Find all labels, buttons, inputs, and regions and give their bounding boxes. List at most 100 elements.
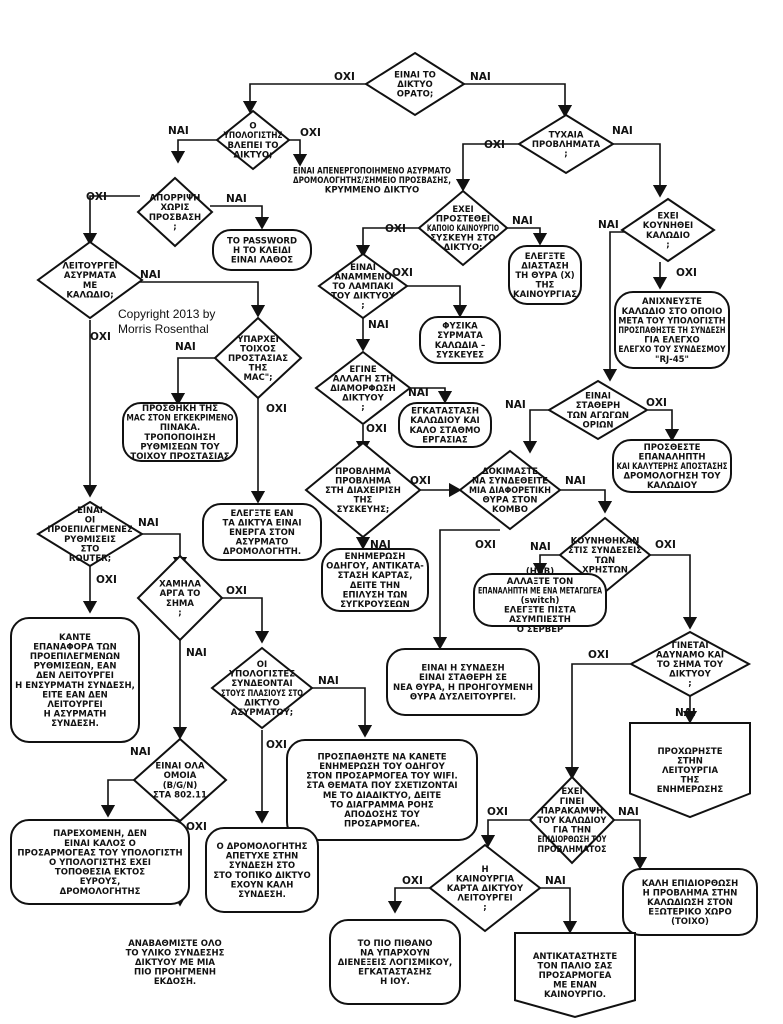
label-no-interm: ΟΧΙ <box>646 397 667 409</box>
text-hidden-network: ΕΙΝΑΙ ΑΠΕΝΕΡΓΟΠΟΙΗΜΕΝΟ ΑΣΥΡΜΑΤΟΔΡΟΜΟΛΟΓΗ… <box>293 166 451 195</box>
terminal-reconnect-adapter-text: ΠΡΟΣΠΑΘΗΣΤΕ ΝΑ ΚΑΝΕΤΕ <box>317 752 446 762</box>
decision-link-light-text: ΤΟ ΛΑΜΠΑΚΙ <box>332 282 393 292</box>
decision-cable-bypass-text: ΠΡΟΒΛΗΜΑΤΟΣ <box>538 845 607 855</box>
decision-wireless-or-cable-outline <box>36 240 144 320</box>
label-yes-newdev: ΝΑΙ <box>512 215 533 227</box>
copyright-line-2: Morris Rosenthal <box>118 322 209 336</box>
terminal-update-driver-text: ΣΥΓΚΡΟΥΣΕΩΝ <box>340 600 410 610</box>
decision-user-changes-text: ΚΟΥΝΗΘΗΚΑΝ <box>571 537 640 547</box>
decision-computer-sees-network-text: Ο <box>249 122 256 132</box>
terminal-cable-repair-text: ΕΞΩΤΕΡΙΚΟ ΧΩΡΟ <box>648 908 731 918</box>
terminal-wrong-password-text: Η ΤΟ ΚΛΕΙΔΙ <box>233 246 291 256</box>
terminal-reconnect-adapter-text: ΕΝΗΜΕΡΩΣΗ ΤΟΥ ΟΔΗΓΟΥ <box>319 762 445 772</box>
decision-cable-bypass-text: ΓΙΑ ΤΗΝ <box>553 826 591 836</box>
decision-access-refused-text: ΧΩΡΙΣ <box>161 203 190 213</box>
terminal-check-networks-enabled-text: ΑΣΥΡΜΑΤΟ <box>236 538 289 548</box>
label-no-user: ΟΧΙ <box>655 539 676 551</box>
decision-cable-bypass-text: ΠΑΡΑΚΑΜΨΗ <box>541 806 603 816</box>
terminal-replace-adapter-outline <box>514 932 636 1019</box>
terminal-check-networks-enabled-outline <box>202 503 322 561</box>
terminal-software-conflict-text: ΝΑ ΥΠΑΡΧΟΥΝ <box>360 948 430 958</box>
decision-slow-signal-text: ΑΡΓΑ ΤΟ <box>160 589 201 599</box>
decision-default-settings-text: ΣΤΟ <box>81 544 100 554</box>
decision-default-settings-outline <box>36 500 144 568</box>
terminal-cable-repair-text: ΚΑΛΗ ΕΠΙΔΙΟΡΘΩΣΗ <box>642 879 738 889</box>
label-yes-config: ΝΑΙ <box>408 387 429 399</box>
label-yes-mode: ΝΑΙ <box>140 269 161 281</box>
terminal-router-failed-outline <box>205 827 319 913</box>
decision-computer-sees-network-text: ΒΛΕΠΕΙ ΤΟ <box>228 141 279 151</box>
terminal-update-driver-text: ΔΕΙΤΕ ΤΗΝ <box>350 581 400 591</box>
label-yes-port: ΝΑΙ <box>565 475 586 487</box>
terminal-add-mac-text: ΤΡΟΠΟΠΟΙΗΣΗ <box>144 433 215 443</box>
decision-interference-text: ΓΙΝΕΤΑΙ <box>671 641 708 651</box>
terminal-software-conflict-text: ΤΟ ΠΙΟ ΠΙΘΑΝΟ <box>358 939 433 949</box>
terminal-replace-adapter-text: ΠΡΟΣΑΡΜΟΓΕΑ <box>539 971 612 981</box>
terminal-check-networks-enabled-text: ΕΛΕΓΞΤΕ ΕΑΝ <box>230 509 293 519</box>
decision-network-visible-text: ΕΙΝΑΙ ΤΟ <box>394 70 436 80</box>
decision-driver-problem-outline <box>304 441 422 539</box>
terminal-firmware-update-text: ΛΕΙΤΟΥΡΓΙΑ <box>662 766 719 776</box>
terminal-port-defective-outline <box>386 648 540 716</box>
terminal-port-defective-text: ΘΥΡΑ ΔΥΣΛΕΙΤΟΥΡΓΕΙ. <box>410 692 516 702</box>
terminal-update-driver-text: ΕΝΗΜΕΡΩΣΗ <box>345 552 406 562</box>
terminal-replace-hub-text: ΕΛΕΓΞΤΕ ΠΙΣΤΑ <box>504 606 576 616</box>
terminal-physical-check-text: ΚΑΛΩΔΙΑ – <box>435 341 486 351</box>
terminal-update-driver-outline <box>321 548 429 612</box>
terminal-reset-defaults-text: ΛΕΙΤΟΥΡΓΕΙ <box>47 700 102 710</box>
label-no-std: ΟΧΙ <box>186 821 207 833</box>
decision-access-refused-text: ΠΡΟΣΒΑΣΗ <box>149 213 201 223</box>
terminal-firmware-update-text: ΕΝΗΜΕΡΩΣΗΣ <box>657 785 724 795</box>
terminal-adapter-range-text: ΔΡΟΜΟΛΟΓΗΤΗΣ <box>60 887 141 897</box>
decision-interference-text: ; <box>688 679 691 689</box>
decision-cable-moved-text: ΕΧΕΙ <box>657 212 678 222</box>
decision-mac-filter-text: ΤΟΙΧΟΣ <box>240 344 276 354</box>
terminal-replace-cable-text: ΚΑΛΟ ΣΤΑΘΜΟ <box>409 426 480 436</box>
copyright-line-1: Copyright 2013 by <box>118 307 215 321</box>
decision-mac-filter-text: ΥΠΑΡΧΕΙ <box>236 335 279 345</box>
terminal-wrong-password-text: ΤΟ PASSWORD <box>227 236 297 246</box>
decision-slow-signal-text: ΧΑΜΗΛΑ <box>159 580 201 590</box>
decision-security-connect-text: ΔΙΚΤΥΟ <box>244 698 280 708</box>
decision-driver-problem-text: ΠΡΟΒΛΗΜΑ <box>335 467 391 477</box>
terminal-check-networks-enabled-text: ΔΡΟΜΟΛΟΓΗΤΗ. <box>223 547 301 557</box>
terminal-port-defective-text: ΕΙΝΑΙ ΣΤΑΘΕΡΗ ΣΕ <box>419 673 507 683</box>
label-no-sec: ΟΧΙ <box>266 739 287 751</box>
terminal-adapter-range-text: ΠΡΟΣΑΡΜΟΓΕΑΣ ΤΟΥ ΥΠΟΛΟΓΙΣΤΗ <box>17 848 182 858</box>
terminal-router-failed-text: ΣΤΟ ΤΟΠΙΚΟ ΔΙΚΤΥΟ <box>213 871 310 881</box>
decision-sudden-problems-text: ; <box>564 150 567 160</box>
terminal-firmware-update-outline <box>629 722 751 819</box>
terminal-upgrade-all-text: ΤΟ ΥΛΙΚΟ ΣΥΝΔΕΣΗΣ <box>126 948 225 958</box>
decision-computer-sees-network-outline <box>215 109 291 171</box>
decision-mac-filter-text: ΜΑC"; <box>243 373 272 383</box>
terminal-replace-hub-text: Ο ΣΕΡΒΕΡ <box>517 625 564 635</box>
decision-network-visible-outline <box>364 51 466 117</box>
terminal-add-repeater-text: ΚΑΙ ΚΑΛΥΤΕΡΗΣ ΑΠΟΣΤΑΣΗΣ <box>617 462 728 472</box>
decision-security-connect-text: ΥΠΟΛΟΓΙΣΤΕΣ <box>228 670 295 680</box>
decision-try-other-port-text: ΚΟΜΒΟ <box>492 505 528 515</box>
terminal-router-failed-text: ΣΥΝΔΕΣΗ. <box>238 890 286 900</box>
terminal-trace-cable-text: ΕΛΕΓΧΟ ΤΟΥ ΣΥΝΔΕΣΜΟΥ <box>618 345 726 355</box>
decision-new-device-added-text: ΔΙΚΤΥΟ; <box>444 243 483 253</box>
decision-intermittent-text: ΕΙΝΑΙ <box>585 392 611 402</box>
decision-cable-moved-outline <box>620 197 716 263</box>
terminal-replace-hub-text: ΕΠΑΝΑΛΗΠΤΗ ΜΕ ΕΝΑ ΜΕΤΑΓΩΓΕΑ <box>478 586 602 596</box>
terminal-trace-cable-text: ΚΑΛΩΔΙΟ ΣΤΟ ΟΠΟΙΟ <box>622 307 723 317</box>
terminal-physical-check-text: ΣΥΣΚΕΥΕΣ <box>436 350 484 360</box>
decision-network-visible-text: ΟΡΑΤΟ; <box>397 90 433 100</box>
terminal-adapter-range-text: ΠΑΡΕΧΟΜΕΝΗ, ΔΕΝ <box>53 829 147 839</box>
terminal-replace-hub-text: ΑΛΛΑΞΤΕ ΤΟΝ <box>507 577 573 587</box>
decision-802-11-standard-text: (B/G/N) <box>163 781 198 791</box>
terminal-trace-cable-text: ΜΕΤΑ ΤΟΥ ΥΠΟΛΟΓΙΣΤΗ <box>618 316 725 326</box>
decision-intermittent-outline <box>547 379 649 441</box>
decision-security-connect-text: ΣΥΝΔΕΟΝΤΑΙ <box>231 679 292 689</box>
